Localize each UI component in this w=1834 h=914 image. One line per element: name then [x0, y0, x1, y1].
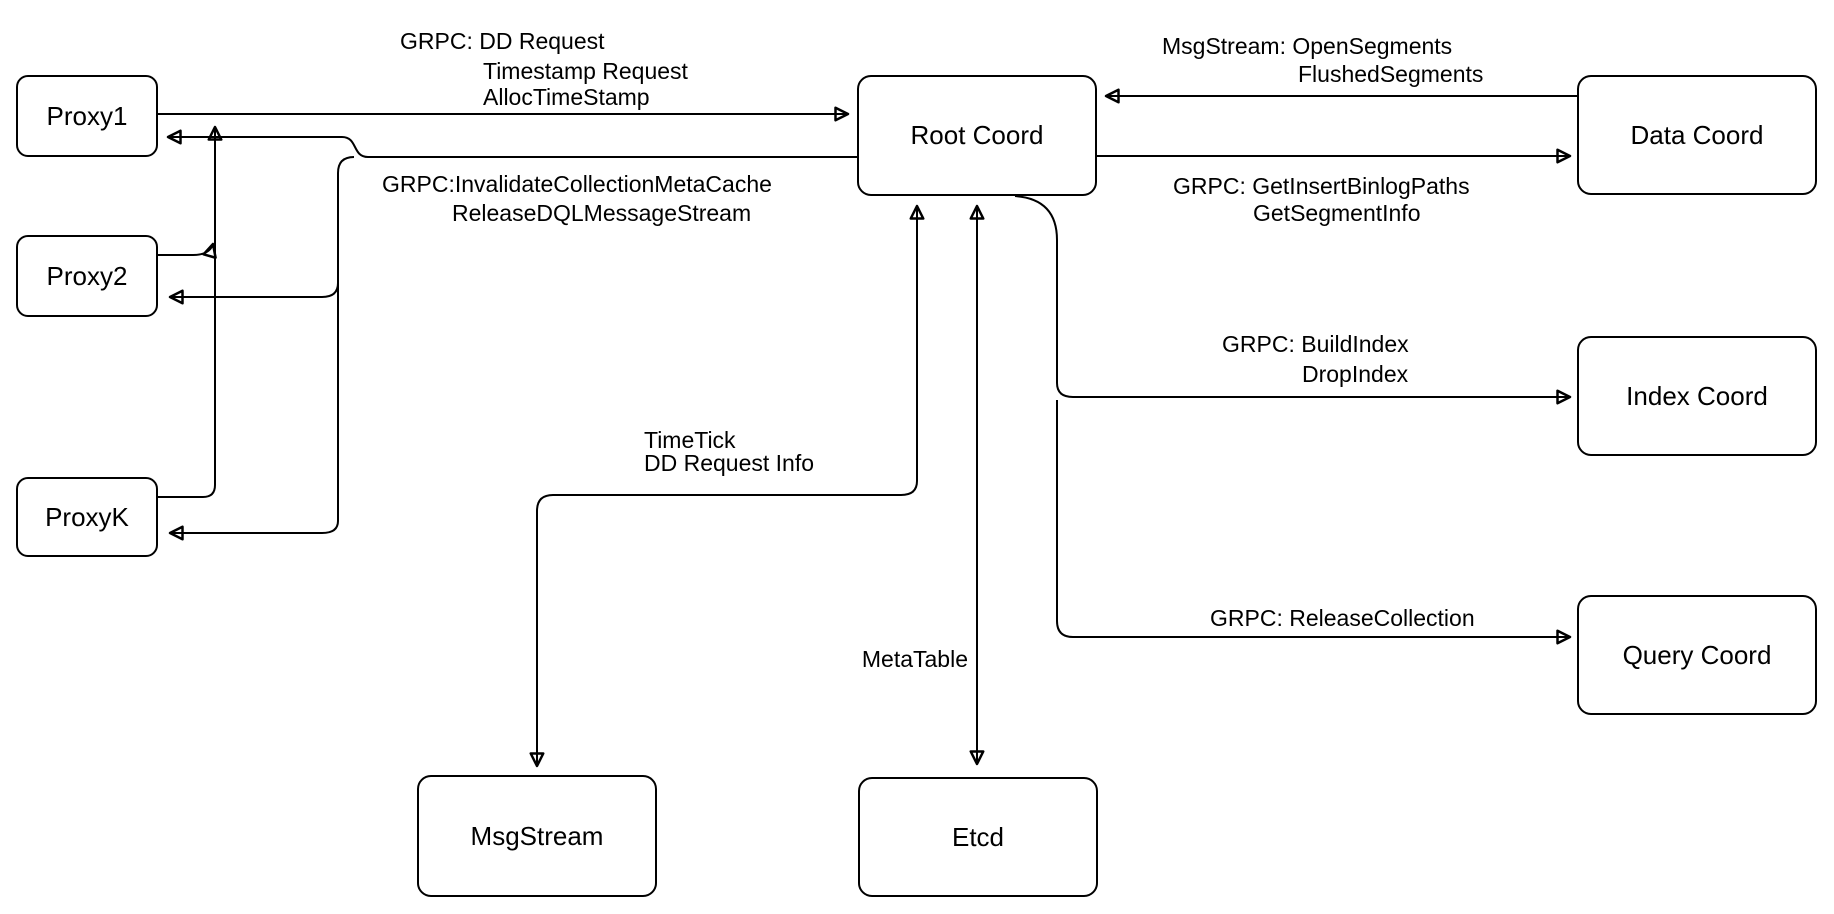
node-msgstream: MsgStream [417, 775, 657, 897]
label-root-to-query-line1: GRPC: ReleaseCollection [1210, 605, 1475, 631]
node-proxyk: ProxyK [16, 477, 158, 557]
label-data-to-root-line1: MsgStream: OpenSegments [1162, 33, 1453, 59]
label-root-to-index-line2: DropIndex [1302, 361, 1409, 387]
label-root-to-etcd-line1: MetaTable [861, 646, 968, 672]
edge-proxyk-to-rootcoord [157, 125, 223, 498]
node-query-coord: Query Coord [1577, 595, 1817, 715]
label-root-to-index-line1: GRPC: BuildIndex [1222, 331, 1409, 357]
label-data-to-root-line2: FlushedSegments [1298, 61, 1484, 87]
node-etcd: Etcd [858, 777, 1098, 897]
label-root-to-data-line2: GetSegmentInfo [1253, 200, 1421, 226]
edge-rootcoord-to-indexcoord [1014, 195, 1572, 405]
node-root-coord: Root Coord [857, 75, 1097, 196]
label-proxies-to-root-line1: GRPC: DD Request [400, 28, 605, 54]
label-root-to-proxies-line1: GRPC:InvalidateCollectionMetaCache [382, 171, 772, 197]
edge-proxy2-to-rootcoord [157, 242, 217, 259]
edge-rootcoord-to-proxy2 [168, 282, 339, 305]
label-proxies-to-root-line3: AllocTimeStamp [483, 84, 650, 110]
label-root-to-proxies-line2: ReleaseDQLMessageStream [452, 200, 752, 226]
node-data-coord: Data Coord [1577, 75, 1817, 195]
node-proxy1: Proxy1 [16, 75, 158, 157]
edge-rootcoord-to-querycoord [1056, 400, 1572, 645]
label-proxies-to-root-line2: Timestamp Request [483, 58, 688, 84]
label-root-to-data-line1: GRPC: GetInsertBinlogPaths [1173, 173, 1470, 199]
edge-rootcoord-msgstream [529, 204, 925, 768]
edge-rootcoord-to-proxyk [168, 156, 355, 541]
node-proxy2: Proxy2 [16, 235, 158, 317]
label-root-to-msgstream-line2: DD Request Info [644, 450, 815, 476]
node-index-coord: Index Coord [1577, 336, 1817, 456]
edge-rootcoord-to-proxy1 [166, 129, 857, 158]
